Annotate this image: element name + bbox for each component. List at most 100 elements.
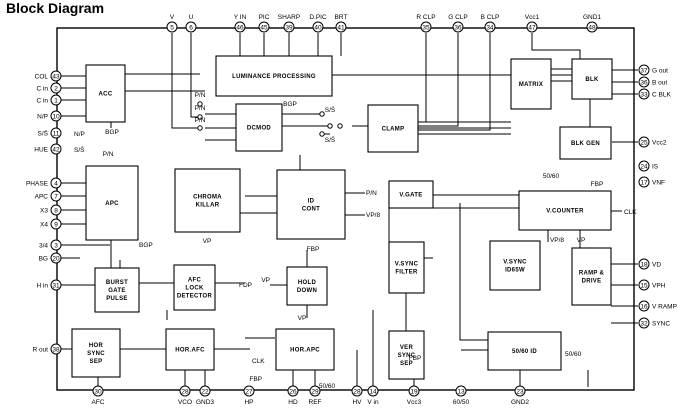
pin-label: REF — [309, 399, 322, 406]
svg-text:11: 11 — [53, 130, 60, 137]
signal-label: VP — [203, 238, 212, 245]
pin-8: 8X3 — [40, 204, 62, 216]
block-label: APC — [105, 201, 119, 207]
wire — [531, 33, 581, 60]
svg-text:26: 26 — [289, 388, 297, 395]
pin-label: G out — [652, 68, 668, 75]
block-blk: BLK — [571, 58, 613, 100]
svg-text:15: 15 — [640, 282, 648, 289]
block-label: CONT — [302, 207, 320, 213]
block-label: AFC — [188, 278, 202, 284]
pin-label: GND2 — [511, 399, 529, 406]
block-label: ACC — [99, 92, 113, 98]
pin-label: S/S̄ — [38, 130, 49, 138]
block-label: GATE — [108, 288, 125, 294]
svg-text:10: 10 — [52, 113, 60, 120]
block-label: KILLAR — [196, 203, 220, 209]
svg-text:36: 36 — [640, 79, 648, 86]
pin-1: 1C in — [36, 94, 62, 106]
pin-35: 35R CLP — [416, 14, 436, 33]
block-label: SEP — [400, 361, 413, 367]
block-burst: BURST GATE PULSE — [94, 267, 140, 313]
switch-contact — [197, 125, 203, 131]
svg-text:4: 4 — [54, 180, 58, 187]
block-label: BURST — [106, 280, 128, 286]
block-label: FILTER — [395, 270, 418, 276]
svg-text:42: 42 — [52, 146, 60, 153]
pin-label: BRT — [335, 14, 348, 21]
pin-14: 14V in — [367, 385, 379, 406]
pin-label: HV — [352, 399, 362, 406]
pin-3: 33/4 — [39, 239, 62, 251]
pin-label: V in — [367, 399, 379, 406]
block-label: HOLD — [298, 280, 317, 286]
block-label: DETECTOR — [177, 294, 213, 300]
switch-contact — [197, 114, 203, 120]
pin-label: PHASE — [26, 181, 49, 188]
block-blkgen: BLK GEN — [559, 126, 612, 160]
signal-label: BGP — [139, 242, 153, 249]
svg-text:2: 2 — [54, 85, 58, 92]
block-label: LUMINANCE PROCESSING — [232, 74, 316, 80]
pin-label: H in — [36, 283, 48, 290]
pin-38: 38R out — [32, 343, 62, 355]
svg-text:16: 16 — [640, 303, 648, 310]
block-label: DCMOD — [247, 126, 272, 132]
pin-label: AFC — [92, 399, 105, 406]
svg-text:20: 20 — [52, 255, 60, 262]
pin-label: Vcc2 — [652, 140, 667, 147]
svg-text:5: 5 — [170, 24, 174, 31]
signal-label: 50/60 — [319, 383, 336, 390]
signal-label: 50/60 — [565, 351, 582, 358]
svg-text:22: 22 — [201, 388, 209, 395]
pin-label: X4 — [40, 222, 48, 229]
block-matrix: MATRIX — [510, 58, 552, 110]
svg-text:41: 41 — [337, 24, 345, 31]
pin-40: 40D.PIC — [309, 14, 327, 33]
svg-text:8: 8 — [54, 207, 58, 214]
block-label: PULSE — [106, 296, 128, 302]
block-label: BLK — [585, 77, 599, 83]
signal-label: FBP — [409, 355, 422, 362]
svg-text:1: 1 — [54, 97, 58, 104]
signal-label: S/S̄ — [74, 146, 85, 154]
block-label: ID65W — [505, 268, 525, 274]
pin-10: 10N/P — [37, 110, 62, 122]
block-label: SYNC — [398, 353, 416, 359]
signal-label: BGP — [105, 129, 119, 136]
pin-label: D.PIC — [309, 14, 327, 21]
signal-label: FBP — [307, 246, 320, 253]
svg-text:24: 24 — [640, 163, 648, 170]
block-label: VER — [400, 345, 414, 351]
svg-text:23: 23 — [516, 388, 524, 395]
pin-label: PIC — [259, 14, 270, 21]
wire — [459, 203, 488, 341]
svg-text:33: 33 — [640, 91, 648, 98]
pin-label: BG — [39, 256, 48, 263]
page-title: Block Diagram — [6, 0, 105, 16]
block-label: 50/60 ID — [512, 349, 537, 355]
pin-label: 60/50 — [453, 399, 470, 406]
signal-label: P/N — [366, 190, 377, 197]
svg-text:39: 39 — [285, 24, 293, 31]
pin-label: C in — [36, 86, 48, 93]
block-label: BLK GEN — [571, 141, 600, 147]
svg-text:34: 34 — [486, 24, 494, 31]
